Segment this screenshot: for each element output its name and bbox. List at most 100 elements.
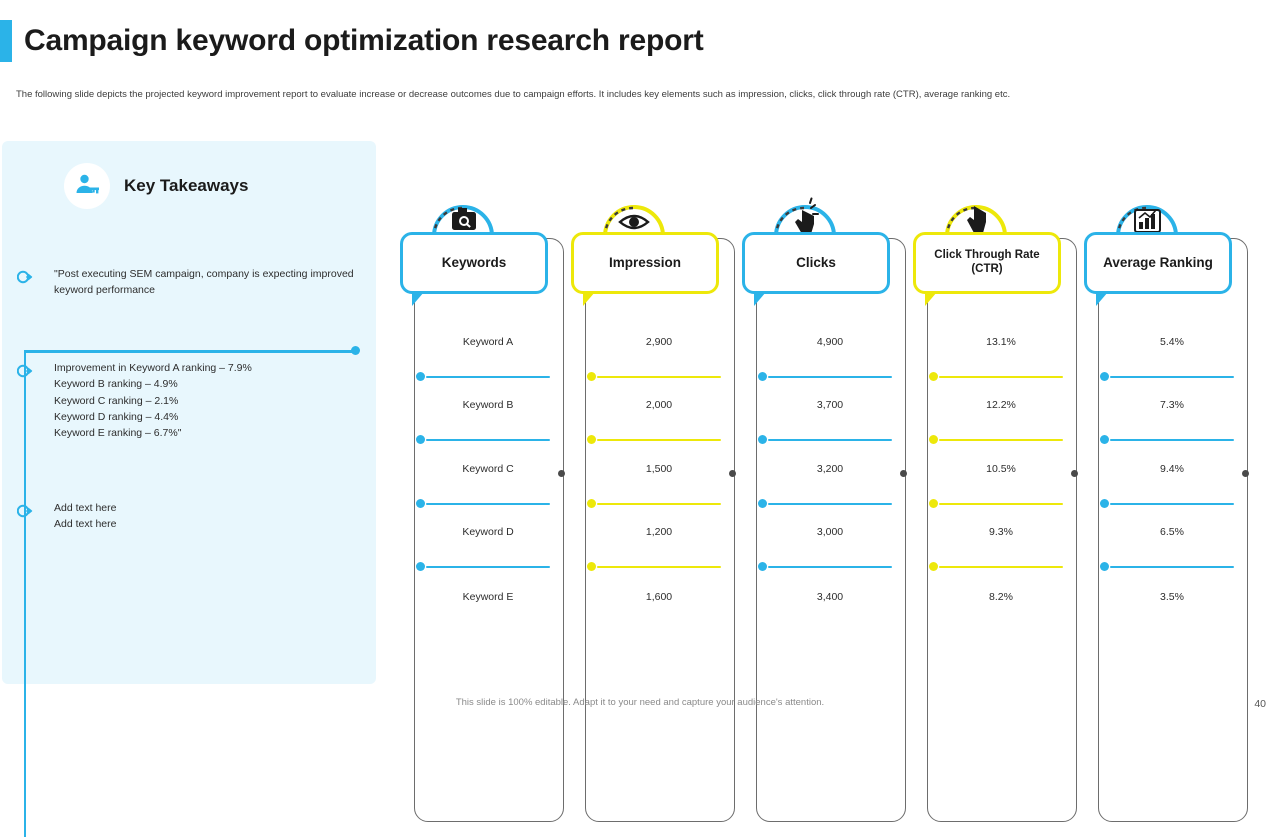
row-divider-3 — [939, 503, 1063, 506]
row-divider-dot-1 — [1100, 372, 1109, 381]
column-header-tail-1 — [412, 292, 424, 306]
cell-impression-5: 1,600 — [645, 591, 673, 603]
cell-ctr-3: 10.5% — [986, 463, 1016, 475]
row-divider-dot-3 — [929, 499, 938, 508]
row-divider-dot-3 — [1100, 499, 1109, 508]
cell-keywords-2: Keyword B — [462, 399, 514, 411]
row-divider-dot-3 — [587, 499, 596, 508]
row-divider-3 — [597, 503, 721, 506]
row-divider-4 — [597, 566, 721, 569]
row-divider-dot-1 — [416, 372, 425, 381]
cell-clicks-5: 3,400 — [816, 591, 844, 603]
row-divider-1 — [768, 376, 892, 379]
cell-ctr-4: 9.3% — [989, 526, 1013, 538]
row-divider-1 — [939, 376, 1063, 379]
column-side-dot-2 — [729, 470, 736, 477]
row-divider-1 — [597, 376, 721, 379]
takeaway-item-2: Improvement in Keyword A ranking – 7.9% … — [54, 362, 252, 440]
slide: Campaign keyword optimization research r… — [0, 20, 1266, 837]
row-divider-dot-4 — [587, 562, 596, 571]
cell-average-ranking-4: 6.5% — [1160, 526, 1184, 538]
row-divider-2 — [939, 439, 1063, 442]
click-hand-icon — [766, 186, 844, 242]
row-divider-4 — [939, 566, 1063, 569]
key-takeaways-timeline — [24, 350, 26, 837]
row-divider-1 — [1110, 376, 1234, 379]
row-divider-dot-4 — [1100, 562, 1109, 571]
cell-keywords-3: Keyword C — [462, 463, 514, 475]
cell-ctr-1: 13.1% — [986, 336, 1016, 348]
row-divider-dot-3 — [758, 499, 767, 508]
title-bar: Campaign keyword optimization research r… — [0, 20, 704, 62]
page-title: Campaign keyword optimization research r… — [24, 24, 704, 57]
row-divider-dot-2 — [929, 435, 938, 444]
column-side-dot-1 — [558, 470, 565, 477]
column-header-tail-5 — [1096, 292, 1108, 306]
row-divider-2 — [426, 439, 550, 442]
takeaway-item-1: "Post executing SEM campaign, company is… — [54, 268, 354, 297]
cell-average-ranking-3: 9.4% — [1160, 463, 1184, 475]
key-takeaways-rule-dot — [351, 346, 360, 355]
pointer-hand-icon — [937, 186, 1015, 242]
row-divider-1 — [426, 376, 550, 379]
cell-keywords-4: Keyword D — [462, 526, 514, 538]
column-header-impression: Impression — [571, 232, 719, 294]
column-header-tail-3 — [754, 292, 766, 306]
cell-impression-4: 1,200 — [645, 526, 673, 538]
cell-clicks-1: 4,900 — [816, 336, 844, 348]
cell-clicks-4: 3,000 — [816, 526, 844, 538]
cell-ctr-5: 8.2% — [989, 591, 1013, 603]
row-divider-dot-2 — [416, 435, 425, 444]
takeaway-bullet-icon-2 — [17, 363, 33, 379]
row-divider-dot-3 — [416, 499, 425, 508]
row-divider-4 — [768, 566, 892, 569]
column-header-clicks: Clicks — [742, 232, 890, 294]
key-takeaways-rule — [24, 350, 354, 353]
column-side-dot-5 — [1242, 470, 1249, 477]
footer-note: This slide is 100% editable. Adapt it to… — [455, 697, 825, 708]
row-divider-dot-2 — [1100, 435, 1109, 444]
row-divider-dot-4 — [929, 562, 938, 571]
row-divider-3 — [768, 503, 892, 506]
row-divider-2 — [597, 439, 721, 442]
cell-impression-3: 1,500 — [645, 463, 673, 475]
page-number: 40 — [1254, 698, 1266, 710]
row-divider-dot-2 — [587, 435, 596, 444]
cell-impression-2: 2,000 — [645, 399, 673, 411]
cell-impression-1: 2,900 — [645, 336, 673, 348]
column-header-average-ranking: Average Ranking — [1084, 232, 1232, 294]
cell-keywords-5: Keyword E — [462, 591, 514, 603]
eye-icon — [595, 186, 673, 242]
column-header-ctr: Click Through Rate (CTR) — [913, 232, 1061, 294]
row-divider-4 — [426, 566, 550, 569]
cell-ctr-2: 12.2% — [986, 399, 1016, 411]
key-takeaways-panel: Key Takeaways "Post executing SEM campai… — [2, 141, 376, 837]
row-divider-dot-4 — [416, 562, 425, 571]
key-takeaways-title: Key Takeaways — [124, 176, 249, 195]
column-header-keywords: Keywords — [400, 232, 548, 294]
row-divider-2 — [768, 439, 892, 442]
row-divider-dot-1 — [758, 372, 767, 381]
cell-average-ranking-1: 5.4% — [1160, 336, 1184, 348]
row-divider-3 — [1110, 503, 1234, 506]
takeaway-bullet-icon-3 — [17, 503, 33, 519]
row-divider-4 — [1110, 566, 1234, 569]
cell-average-ranking-5: 3.5% — [1160, 591, 1184, 603]
row-divider-dot-4 — [758, 562, 767, 571]
row-divider-2 — [1110, 439, 1234, 442]
user-key-icon — [64, 163, 110, 209]
cell-clicks-3: 3,200 — [816, 463, 844, 475]
row-divider-dot-1 — [587, 372, 596, 381]
row-divider-3 — [426, 503, 550, 506]
title-accent-bar — [0, 20, 12, 62]
cell-average-ranking-2: 7.3% — [1160, 399, 1184, 411]
cell-clicks-2: 3,700 — [816, 399, 844, 411]
takeaway-bullet-icon-1 — [17, 269, 33, 285]
keyword-search-icon — [424, 186, 502, 242]
column-header-tail-4 — [925, 292, 937, 306]
slide-subtitle: The following slide depicts the projecte… — [16, 89, 1011, 100]
takeaway-item-3: Add text here Add text here — [54, 502, 117, 531]
column-side-dot-4 — [1071, 470, 1078, 477]
cell-keywords-1: Keyword A — [462, 336, 514, 348]
row-divider-dot-1 — [929, 372, 938, 381]
